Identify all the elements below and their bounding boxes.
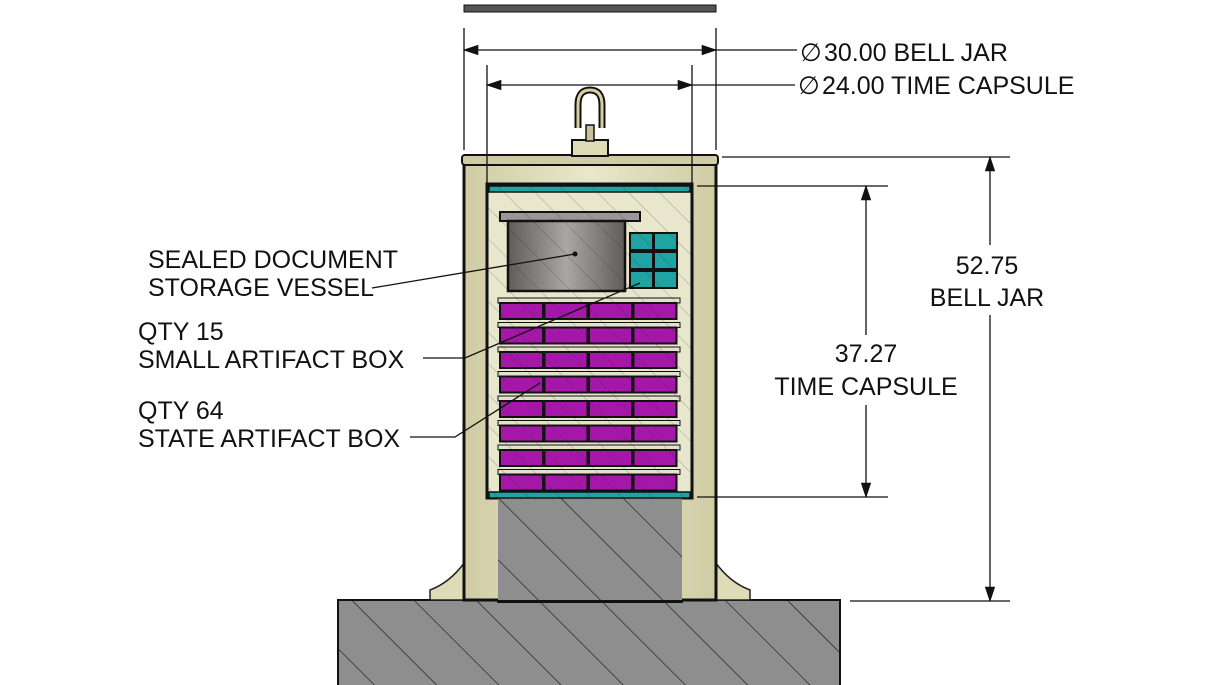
vessel-callout-line1: SEALED DOCUMENT xyxy=(148,246,398,274)
state-box-callout-name: STATE ARTIFACT BOX xyxy=(138,425,400,453)
time-capsule xyxy=(487,184,692,499)
capsule-height-value: 37.27 xyxy=(835,340,898,368)
vessel-callout-line2: STORAGE VESSEL xyxy=(148,274,374,302)
top-plate xyxy=(463,4,717,13)
bell-jar-diameter-label: 30.00 BELL JAR xyxy=(824,39,1008,67)
bell-jar-height-value: 52.75 xyxy=(956,252,1019,280)
capsule-diameter-label: 24.00 TIME CAPSULE xyxy=(822,72,1074,100)
state-box-callout-qty: QTY 64 xyxy=(138,397,224,425)
capsule-diameter-symbol: ∅ xyxy=(798,72,820,100)
bell-jar-diameter-symbol: ∅ xyxy=(800,39,822,67)
small-box-callout-qty: QTY 15 xyxy=(138,318,224,346)
lifting-eye-icon xyxy=(571,86,609,157)
bell-jar-height-label: BELL JAR xyxy=(930,284,1044,312)
capsule-height-label: TIME CAPSULE xyxy=(774,373,957,401)
small-box-callout-name: SMALL ARTIFACT BOX xyxy=(138,346,405,374)
dimension-lines xyxy=(371,28,1010,603)
